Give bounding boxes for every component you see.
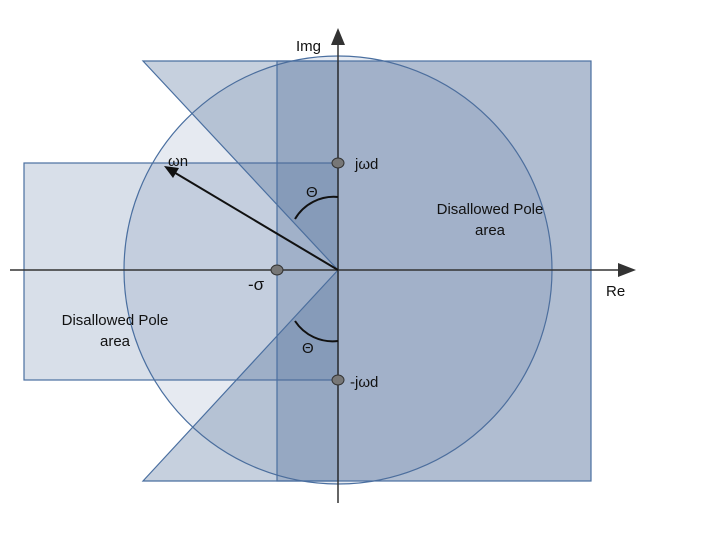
pole-marker-j-omega-d [331,157,345,169]
theta-upper-label: Θ [306,184,318,201]
left-region-label-line2: area [100,333,131,350]
neg-sigma-label: -σ [248,275,265,294]
real-axis-arrowhead [618,263,636,277]
real-axis-label: Re [606,283,625,300]
right-region-label-line1: Disallowed Pole [437,201,544,218]
omega-n-label: ωn [168,153,188,170]
imag-axis-label: Img [296,38,321,55]
omega-n-vector [171,170,339,271]
right-region-label-line2: area [475,222,506,239]
pole-marker-neg-j-omega-d [331,374,345,386]
pole-marker-neg-sigma [270,264,284,276]
neg-j-omega-d-label: -jωd [350,374,378,391]
left-disallowed-rect [23,162,339,381]
right-disallowed-rect [337,60,592,482]
sigma-strip [276,60,339,482]
theta-upper-arc [294,195,339,220]
theta-lower-arc [294,320,339,343]
theta-lower-label: Θ [302,340,314,357]
imaginary-axis-arrowhead [331,28,345,45]
omega-n-vector-arrowhead [164,166,179,178]
left-region-label-line1: Disallowed Pole [62,312,169,329]
j-omega-d-label: jωd [354,156,378,173]
